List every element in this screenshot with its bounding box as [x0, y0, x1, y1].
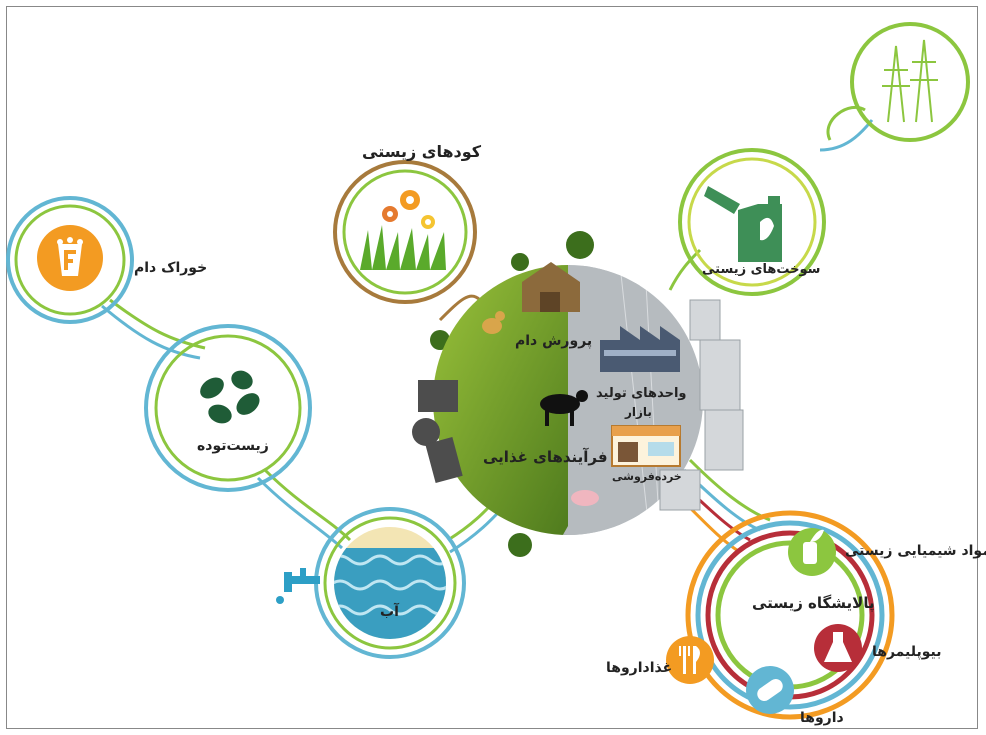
label-biopolymers: بیوپلیمرها: [872, 644, 942, 660]
popcorn-box-icon: [37, 225, 103, 291]
label-biofuels: سوخت‌های زیستی: [702, 262, 821, 277]
label-biochemicals: مواد شیمیایی زیستی: [845, 543, 986, 559]
factory-icon: [600, 326, 680, 372]
barn-icon: [522, 262, 580, 312]
label-livestock: پرورش دام: [515, 333, 593, 349]
shop-icon: [611, 425, 681, 467]
diagram-frame: [6, 6, 978, 729]
water-node: [276, 507, 466, 659]
city-skyline: [659, 299, 744, 511]
label-nutraceuticals: غذاداروها: [606, 660, 673, 676]
label-market: بازار: [625, 405, 652, 419]
label-biorefinery: پالایشگاه زیستی: [752, 594, 875, 612]
chicken-icon: [482, 311, 505, 334]
fertilizer-node: [333, 160, 477, 304]
feed-node: [6, 196, 134, 324]
biofuels-node: [678, 148, 826, 296]
leaves-icon: [200, 370, 260, 424]
flowers-grass-icon: [360, 190, 446, 270]
label-food-processes: فرآیندهای غذایی: [483, 448, 608, 466]
fork-knife-icon: [666, 636, 714, 684]
power-node: [850, 22, 970, 142]
label-feed: خوراک دام: [134, 260, 208, 276]
label-retail: خرده‌فروشی: [612, 470, 682, 483]
globe: [412, 231, 744, 557]
tractor-icon: [412, 380, 463, 483]
pig-icon: [571, 490, 599, 506]
bottle-leaf-icon: [788, 528, 836, 576]
flask-icon: [814, 624, 862, 672]
pill-icon: [746, 666, 794, 714]
water-waves-icon: [334, 527, 446, 639]
fuel-can-icon: [704, 186, 782, 262]
label-medicines: داروها: [800, 710, 844, 726]
faucet-icon: [276, 568, 320, 604]
label-biomass: زیست‌توده: [197, 438, 269, 454]
biomass-node: [144, 324, 312, 492]
label-production-units: واحدهای تولید: [596, 386, 687, 401]
power-tower-icon: [882, 39, 938, 123]
label-fertilizer: کودهای زیستی: [362, 142, 482, 161]
label-water: آب: [380, 604, 399, 620]
cow-icon: [540, 390, 588, 426]
